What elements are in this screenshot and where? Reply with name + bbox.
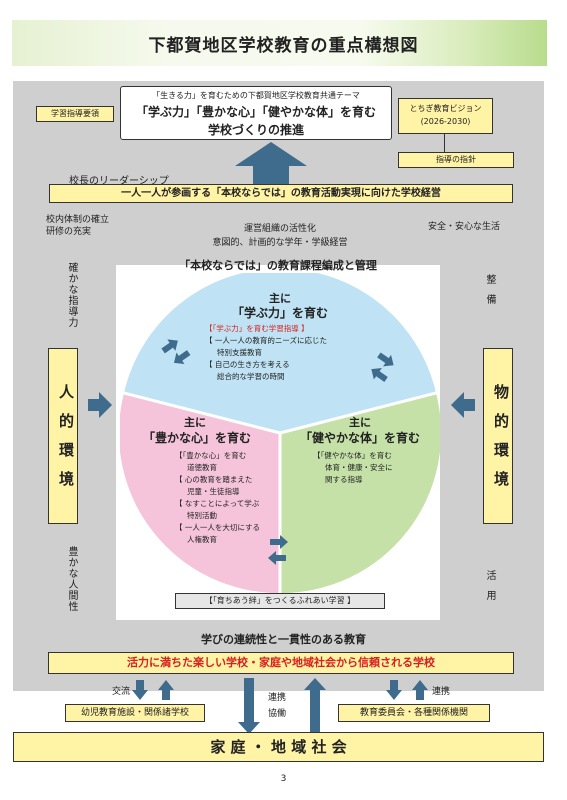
vision-line-2: (2026-2030) xyxy=(420,117,471,126)
right-sector-list: 【「健やかな体」を育む 体育・健康・安全に 関する指導 xyxy=(313,450,428,486)
cooperation-center-1: 連携 xyxy=(268,693,287,703)
right-vertical-bottom: 活用 xyxy=(484,570,495,610)
list-item: 体育・健康・安全に xyxy=(325,463,393,472)
theme-caption: 「生きる力」を育むための下都賀地区学校教育共通テーマ xyxy=(152,91,360,100)
growth-circle-diagram xyxy=(120,273,440,594)
curriculum-title: 「本校ならでは」の教育課程編成と管理 xyxy=(179,259,377,272)
left-sector-title: 「豊かな心」を育む xyxy=(142,431,251,445)
cooperation-right-label: 連携 xyxy=(432,687,451,697)
right-sector xyxy=(280,393,440,594)
cooperation-arrows-icon xyxy=(386,680,428,700)
list-item: 【「健やかな体」を育む xyxy=(313,451,392,460)
list-item: 特別活動 xyxy=(187,511,217,520)
fureai-learning-box: 【「育ちあう絆」をつくるふれあい学習 】 xyxy=(175,593,385,609)
center-cooperation-arrows-icon xyxy=(238,678,326,734)
leadership-label: 校長のリーダーシップ xyxy=(69,176,169,187)
bottom-exchange-arrows xyxy=(268,535,288,565)
left-vertical-top: 確かな指導力 xyxy=(66,262,77,328)
list-item: 【 心の教育を踏まえた xyxy=(175,475,253,484)
guideline-box: 指導の指針 xyxy=(398,152,514,168)
list-item: 道徳教育 xyxy=(187,463,217,472)
theme-line-2: 学校づくりの推進 xyxy=(207,123,304,137)
kindergarten-box: 幼児教育施設・関係諸学校 xyxy=(65,704,205,722)
up-arrow-icon xyxy=(235,142,307,184)
page-number: 3 xyxy=(280,774,287,784)
list-item: 【 自己の生き方を考える xyxy=(205,360,290,369)
list-item: 総合的な学習の時間 xyxy=(217,372,285,381)
management-box: 一人一人が参画する「本校ならでは」の教育活動実現に向けた学校経営 xyxy=(49,184,513,203)
board-box: 教育委員会・各種関係機関 xyxy=(338,704,490,722)
list-item: 関する指導 xyxy=(325,475,363,484)
top-sector xyxy=(124,273,436,433)
vision-connector xyxy=(444,134,445,152)
theme-line-1: 「学ぶ力」「豊かな心」「健やかな体」を育む xyxy=(135,105,376,119)
list-item: 人権教育 xyxy=(187,535,217,544)
right-top-label: 安全・安心な生活 xyxy=(428,222,501,232)
left-sector-list: 【「豊かな心」を育む 道徳教育 【 心の教育を踏まえた 児童・生徒指導 【 なす… xyxy=(175,450,285,546)
top-sector-sub: 主に xyxy=(269,292,291,305)
right-sector-title: 「健やかな体」を育む xyxy=(299,431,420,445)
exchange-arrows-icon xyxy=(132,680,174,700)
left-exchange-arrows xyxy=(161,339,191,365)
theme-box xyxy=(120,86,392,140)
vision-line-1: とちぎ教育ビジョン xyxy=(409,104,482,113)
title-banner xyxy=(12,20,547,66)
left-top-line-1: 校内体制の確立 xyxy=(46,215,110,225)
vision-box xyxy=(398,98,493,134)
physical-environment-box: 物的環境 xyxy=(483,348,513,524)
list-item: 特別支援教育 xyxy=(217,348,262,357)
list-item: 【 一人一人を大切にする xyxy=(175,523,260,532)
center-line-2: 意図的、計画的な学年・学級経営 xyxy=(212,238,348,248)
left-top-line-2: 研修の充実 xyxy=(46,227,92,237)
left-arrow-icon xyxy=(451,392,475,418)
right-sector-sub: 主に xyxy=(349,416,371,429)
left-sector xyxy=(120,393,280,594)
list-item: 【 一人一人の教育的ニーズに応じた xyxy=(205,336,328,345)
cooperation-center-2: 協働 xyxy=(268,709,287,719)
right-exchange-arrows xyxy=(371,352,394,382)
human-environment-box: 人的環境 xyxy=(48,348,78,524)
left-vertical-bottom: 豊かな人間性 xyxy=(66,546,77,612)
exchange-label: 交流 xyxy=(112,687,131,697)
top-sector-list: 【「学ぶ力」を育む学習指導 】 【 一人一人の教育的ニーズに応じた 特別支援教育… xyxy=(205,323,375,383)
left-sector-sub: 主に xyxy=(184,416,206,429)
list-item: 【「豊かな心」を育む xyxy=(175,451,247,460)
right-arrow-icon xyxy=(88,392,112,418)
center-line-1: 運営組織の活性化 xyxy=(243,224,316,234)
continuity-label: 学びの連続性と一貫性のある教育 xyxy=(201,633,366,646)
list-item: 【「学ぶ力」を育む学習指導 】 xyxy=(205,324,309,333)
curriculum-guideline-box: 学習指導要領 xyxy=(36,106,114,122)
page-title: 下都賀地区学校教育の重点構想図 xyxy=(148,36,419,56)
top-sector-title: 「学ぶ力」を育む xyxy=(231,306,328,320)
right-vertical-top: 整備 xyxy=(484,274,495,314)
slogan-box: 活力に満ちた楽しい学校・家庭や地域社会から信頼される学校 xyxy=(48,652,514,674)
list-item: 【 なすことによって学ぶ xyxy=(175,499,260,508)
community-box: 家 庭 ・ 地 域 社 会 xyxy=(13,732,544,762)
list-item: 児童・生徒指導 xyxy=(187,487,240,496)
